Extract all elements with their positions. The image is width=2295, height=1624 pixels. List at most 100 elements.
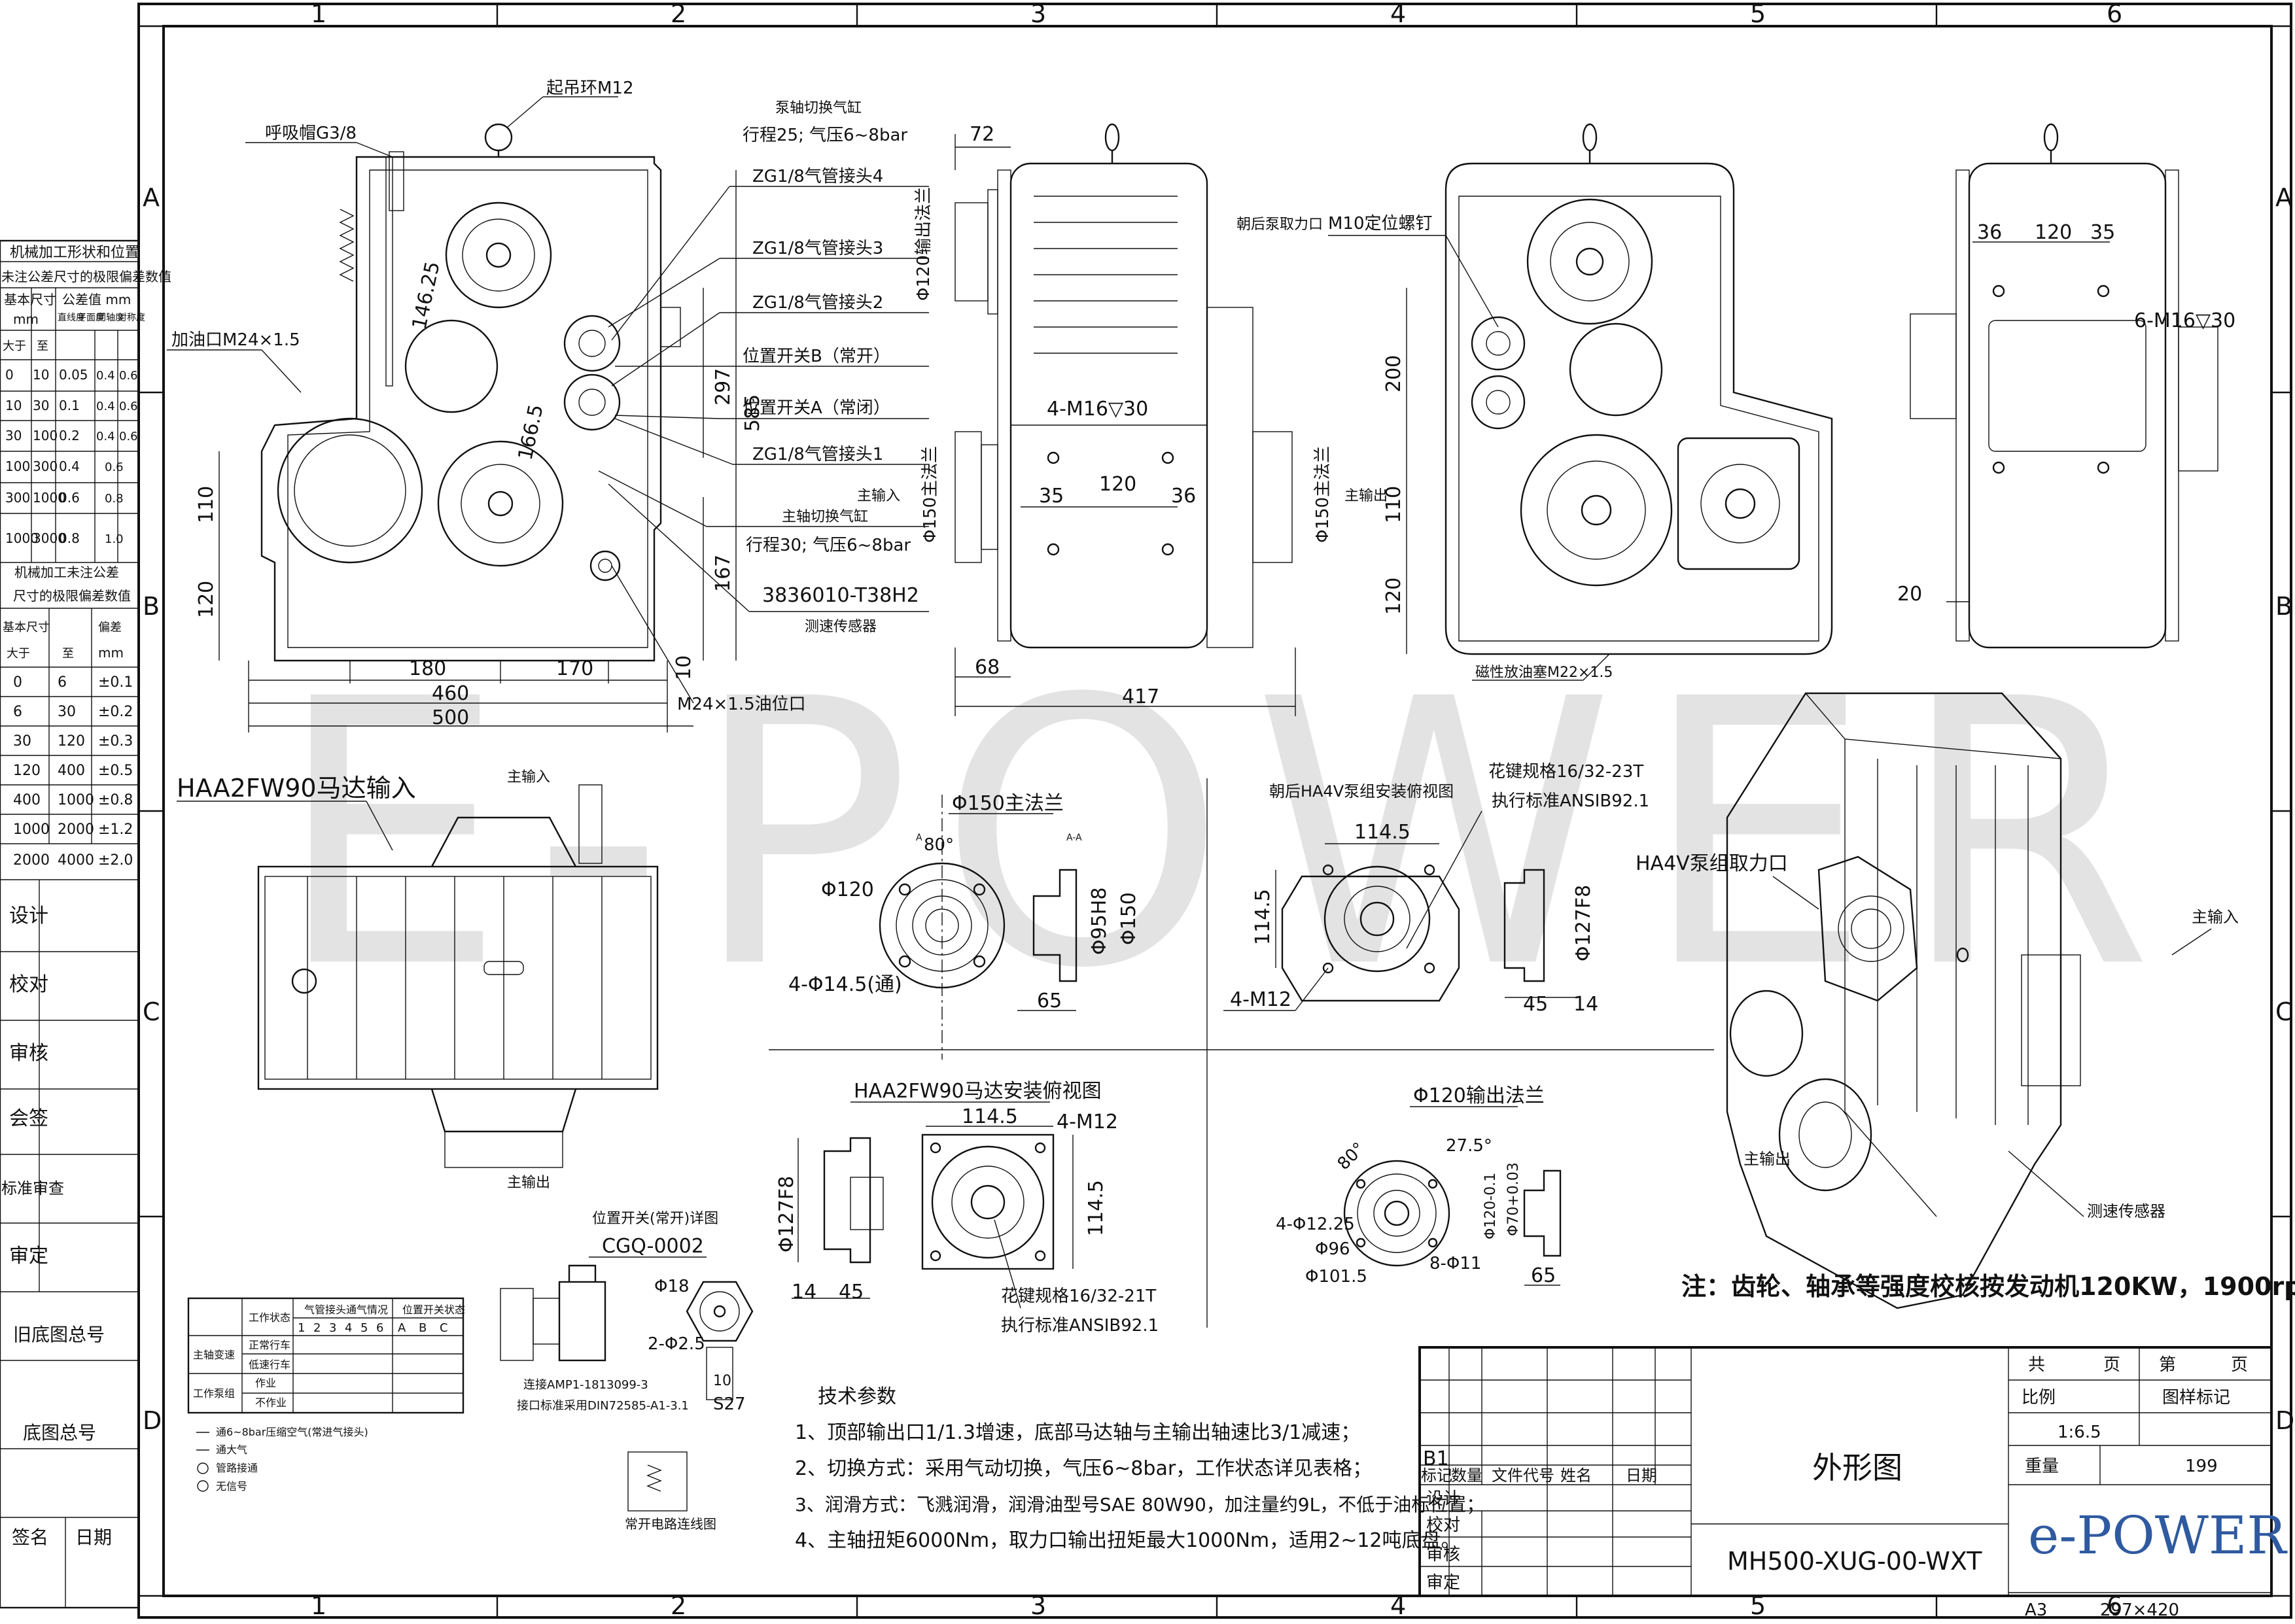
tb-approve: 审定	[1426, 1573, 1460, 1593]
zg1-label: ZG1/8气管接头1	[752, 445, 883, 464]
flange-120-detail: Φ120输出法兰 80° 27.5° 4-Φ12.25 Φ96 Φ101.5 8…	[1276, 1084, 1562, 1287]
tol2-from: 400	[13, 792, 41, 808]
tb-drawing-no: MH500-XUG-00-WXT	[1727, 1547, 1982, 1576]
tb-page2: 页	[2231, 1355, 2248, 1375]
switch-detail: 位置开关(常开)详图 CGQ-0002 Φ18 2-Φ2.5 10 S27 连接…	[500, 1211, 754, 1532]
ha4v-std: 执行标准ANSIB92.1	[1492, 791, 1649, 811]
switch-din: 接口标准采用DIN72585-A1-3.1	[517, 1399, 689, 1413]
f150-holes: 4-Φ14.5(通)	[788, 973, 902, 996]
haa-m12: 4-M12	[1057, 1111, 1118, 1133]
tol1-to: 30	[33, 398, 49, 413]
side-thread: 4-M16▽30	[1047, 398, 1148, 421]
col-label-2b: 2	[671, 1591, 686, 1620]
tb-mark-label: 图样标记	[2162, 1388, 2230, 1408]
right-side-view: 36 120 35 6-M16▽30 20	[1897, 123, 2235, 649]
zg4-label: ZG1/8气管接头4	[752, 167, 883, 186]
tol2-to: 30	[58, 704, 76, 720]
dim-585: 585	[741, 394, 764, 432]
tol2-dev: ±0.2	[98, 704, 133, 720]
tol1-to: 3000	[33, 530, 66, 546]
f150-d150: Φ150	[1117, 892, 1140, 945]
tech-line3: 3、润滑方式：飞溅润滑，润滑油型号SAE 80W90，加注量约9L，不低于油标位…	[795, 1494, 1484, 1515]
ha4v-d114a: 114.5	[1354, 821, 1410, 844]
tol2-dev: ±0.3	[98, 733, 133, 750]
tol2-from: 1000	[13, 821, 50, 838]
tol1-straight: 0.6	[59, 490, 80, 506]
tol1-from: 300	[5, 490, 30, 506]
col-label-2: 2	[671, 0, 686, 28]
tol1-sym: 0.8	[105, 492, 124, 506]
tol1-straight: 0.8	[59, 530, 80, 546]
f120-d96: Φ96	[1315, 1239, 1350, 1259]
row-label-d-r: D	[2275, 1406, 2294, 1435]
col-label-6: 6	[2107, 0, 2122, 28]
side-dim-72: 72	[970, 123, 994, 146]
tol1-from: 0	[5, 367, 14, 383]
rear-drain-label: 磁性放油塞M22×1.5	[1475, 665, 1613, 681]
vt-h1: 工作状态	[249, 1311, 290, 1324]
f150-angle: 80°	[924, 835, 954, 855]
vt-r2: 低速行车	[249, 1358, 290, 1371]
haa-d114a: 114.5	[962, 1105, 1018, 1128]
tb-h-qty: 数量	[1451, 1466, 1482, 1485]
tol2-from: 30	[13, 733, 31, 750]
side-main-out: 主输出	[1344, 488, 1388, 504]
vt-col: 6	[376, 1321, 383, 1335]
tol1-coax: 0.4	[96, 400, 115, 413]
tb-h-doc: 文件代号	[1492, 1466, 1554, 1485]
iso-main-in: 主输入	[2192, 908, 2239, 926]
tol1-straight: 0.05	[59, 367, 88, 383]
tol1-straight: 0.1	[59, 398, 80, 413]
tol-title1: 机械加工形状和位置	[10, 245, 139, 261]
strength-note: 注：齿轮、轴承等强度校核按发动机120KW，1900rpm。	[1681, 1272, 2295, 1301]
rear-dim-120: 120	[1382, 578, 1405, 615]
tol1-to: 10	[33, 367, 49, 383]
tol-h-c2: 平面度	[77, 313, 105, 323]
tol-title3: 机械加工未注公差	[14, 564, 119, 580]
tb-page: 页	[2103, 1355, 2120, 1375]
tb-h-sign: 姓名	[1560, 1466, 1592, 1485]
tol1-to: 300	[33, 458, 58, 474]
rear-dim-110: 110	[1382, 486, 1405, 523]
ha4v-spline: 花键规格16/32-23T	[1488, 762, 1643, 782]
vt-col: 4	[345, 1321, 352, 1335]
rs-dim-20: 20	[1897, 583, 1922, 606]
vt-leg4: 无信号	[216, 1480, 247, 1493]
tech-line4: 4、主轴扭矩6000Nm，取力口输出扭矩最大1000Nm，适用2~12吨底盘。	[795, 1529, 1461, 1552]
front-view: 180 170 460 500 110 120 297 585 167 10 1…	[167, 78, 929, 733]
dim-460: 460	[432, 682, 469, 705]
rs-dim-36: 36	[1977, 221, 2002, 244]
iso-sensor: 测速传感器	[2087, 1202, 2165, 1220]
switch-s27: S27	[713, 1394, 746, 1414]
watermark: E-POWER	[275, 622, 2179, 1048]
switch-d10: 10	[713, 1373, 731, 1389]
row-label-c: C	[143, 997, 160, 1026]
haa2fw-mount-detail: HAA2FW90马达安装俯视图 114.5 4-M12 114.5 Φ127F8…	[775, 1080, 1159, 1336]
vt-col: A	[398, 1321, 406, 1335]
bottom-main-in: 主输入	[507, 769, 550, 786]
f120-d275: 27.5°	[1446, 1136, 1492, 1156]
old-total-no: 旧底图总号	[13, 1324, 105, 1345]
tb-logo: e-POWER	[2028, 1505, 2288, 1566]
tol1-sym: 0.6	[119, 369, 138, 383]
tol-h-from2: 大于	[7, 647, 30, 661]
f120-holes: 4-Φ12.25	[1276, 1215, 1355, 1234]
tol-h-to2: 至	[62, 647, 74, 661]
tol-h-tol: 公差值 mm	[62, 292, 131, 307]
tol2-dev: ±1.2	[98, 821, 133, 838]
sig-design: 设计	[9, 905, 48, 927]
dim-167: 167	[712, 555, 735, 592]
side-flange150-b: Φ150主法兰	[1313, 446, 1333, 543]
row-label-d: D	[143, 1406, 162, 1435]
haa-title: HAA2FW90马达安装俯视图	[854, 1080, 1102, 1103]
tol1-from: 1000	[5, 530, 39, 546]
vt-col: C	[440, 1321, 448, 1335]
tb-scale-label: 比例	[2022, 1388, 2056, 1408]
tol2-dev: ±0.8	[98, 792, 133, 808]
oil-fill-label: 加油口M24×1.5	[171, 330, 300, 350]
side-flange120: Φ120输出法兰	[914, 187, 934, 301]
tol1-straight: 0.2	[59, 428, 80, 443]
zg2-label: ZG1/8气管接头2	[752, 293, 883, 313]
side-dim-35: 35	[1039, 485, 1064, 508]
